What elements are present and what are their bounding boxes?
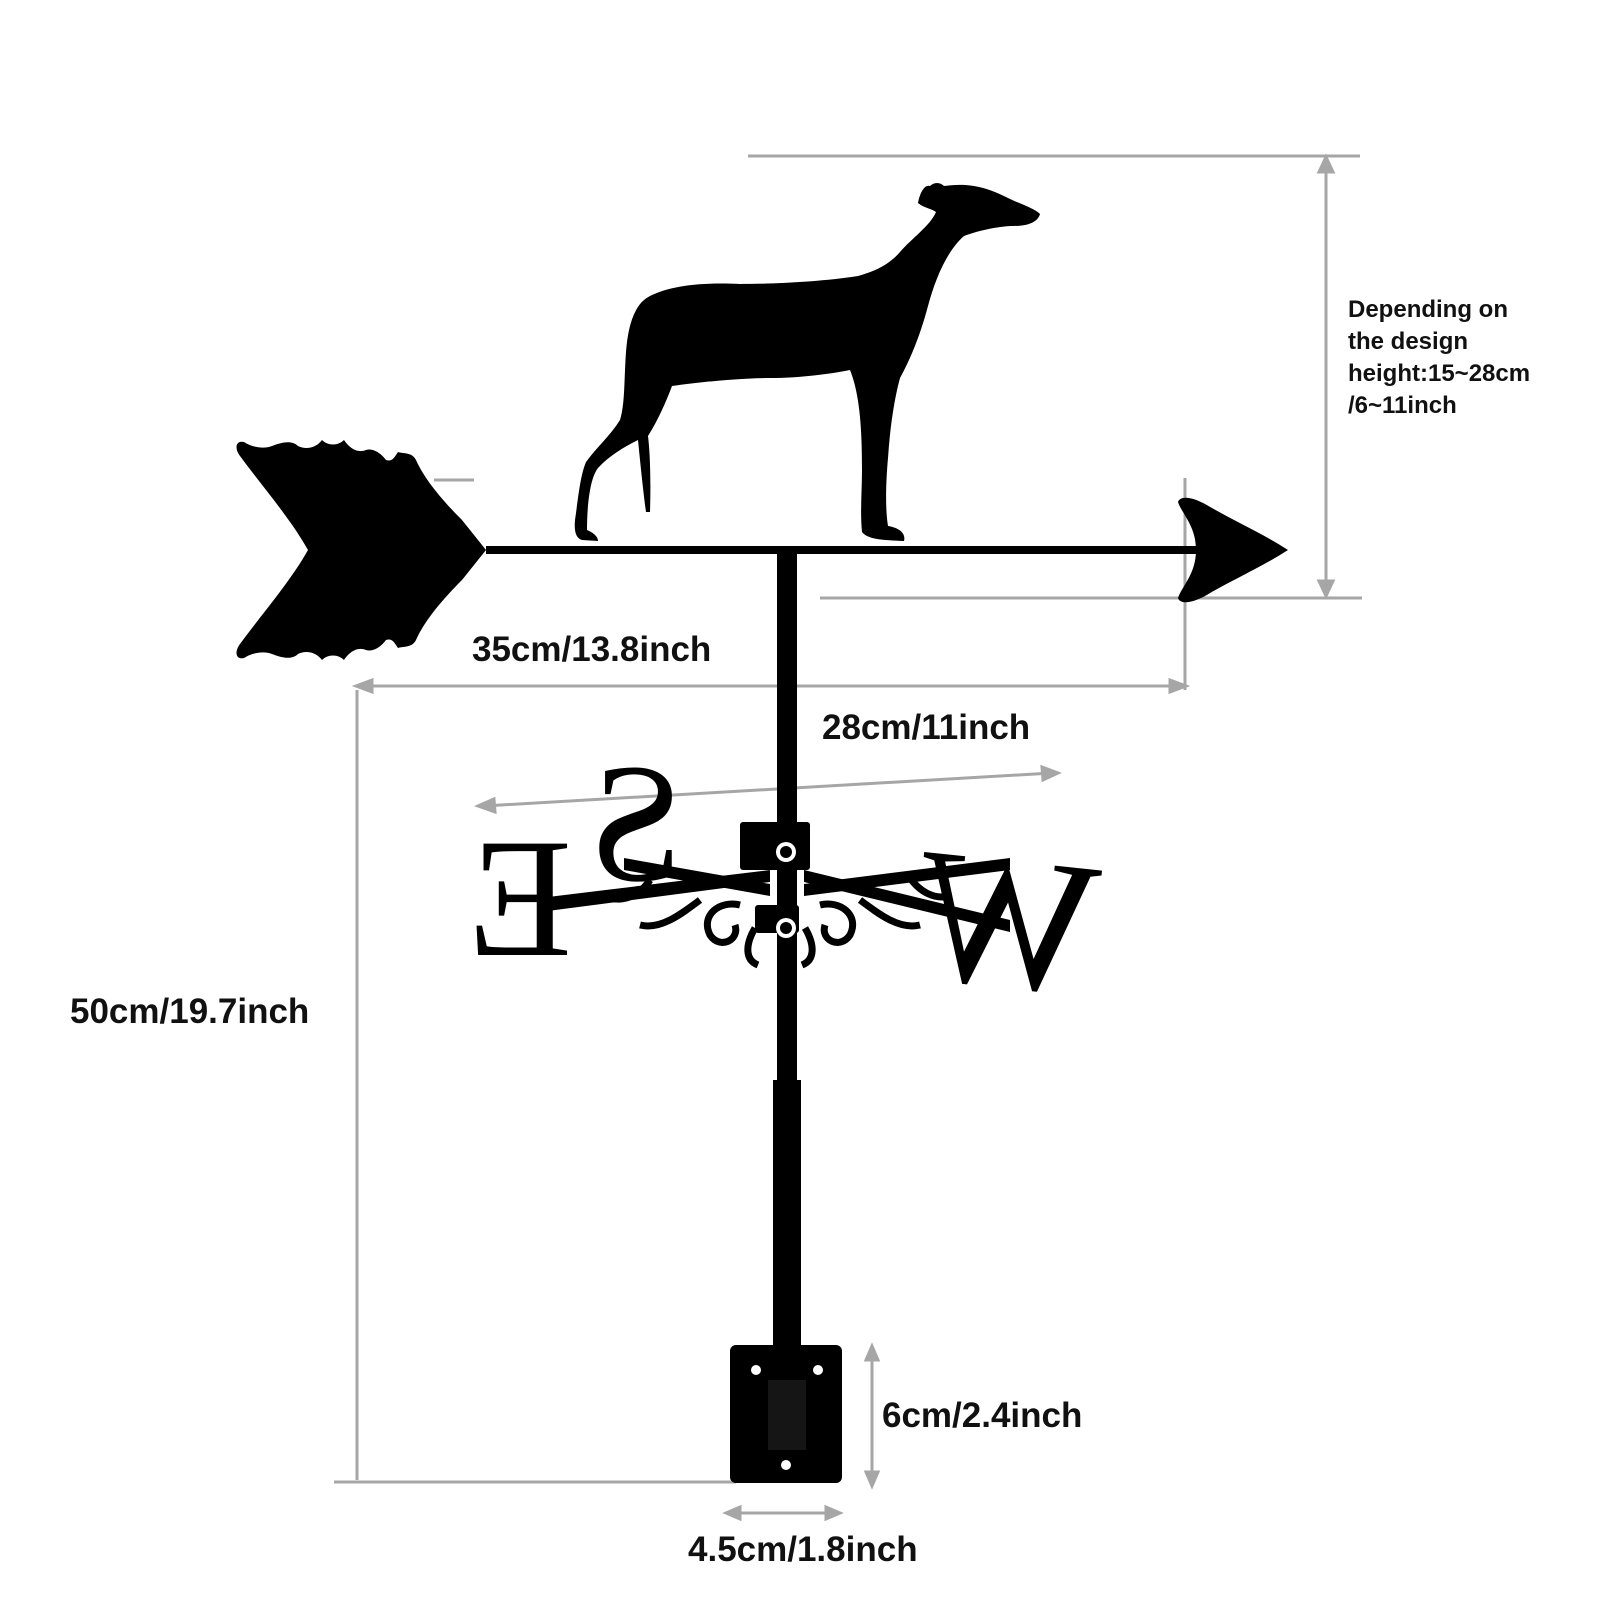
arrow-length-arrow-left [351, 677, 374, 695]
figure-height-note-line: height:15~28cm [1348, 360, 1531, 387]
arrow-head-icon [1178, 497, 1288, 603]
mounting-bracket-icon [730, 1345, 842, 1483]
compass-letter-e: E [468, 804, 572, 992]
compass-width-arrow-right [1040, 764, 1062, 783]
arrow-length-label: 35cm/13.8inch [472, 630, 712, 669]
dimension-lines [334, 153, 1362, 1522]
arrow-tail-icon [236, 440, 486, 660]
compass-scrollwork-icon [609, 875, 951, 969]
figure-height-note-line: /6~11inch [1348, 392, 1457, 419]
compass-letter-w: W [906, 809, 1106, 1037]
compass-width-label: 28cm/11inch [822, 708, 1031, 747]
bracket-width-label: 4.5cm/1.8inch [688, 1530, 918, 1569]
compass-width-arrow-left [473, 796, 497, 815]
arrow-length-arrow-right [1168, 677, 1191, 695]
bracket-height-arrow-bottom [863, 1470, 881, 1490]
figure-height-note-line: the design [1348, 328, 1469, 355]
arrow-shaft [486, 546, 1214, 554]
bracket-width-arrow-left [722, 1504, 742, 1522]
bracket-height-label: 6cm/2.4inch [882, 1396, 1083, 1435]
compass-width-line [483, 771, 1053, 808]
figure-height-arrow-top [1316, 153, 1336, 174]
greyhound-silhouette-icon [574, 183, 1040, 541]
bracket-width-arrow-right [824, 1504, 844, 1522]
compass-arms-icon [540, 822, 1010, 938]
figure-height-note-line: Depending on [1348, 296, 1508, 323]
total-height-label: 50cm/19.7inch [70, 992, 310, 1031]
weathervane-silhouette [236, 183, 1288, 1483]
compass-letter-s: S [589, 729, 684, 917]
figure-height-note: Depending on the design height:15~28cm /… [1348, 294, 1530, 422]
figure-height-arrow-bottom [1316, 579, 1336, 600]
bracket-height-arrow-top [863, 1342, 881, 1362]
